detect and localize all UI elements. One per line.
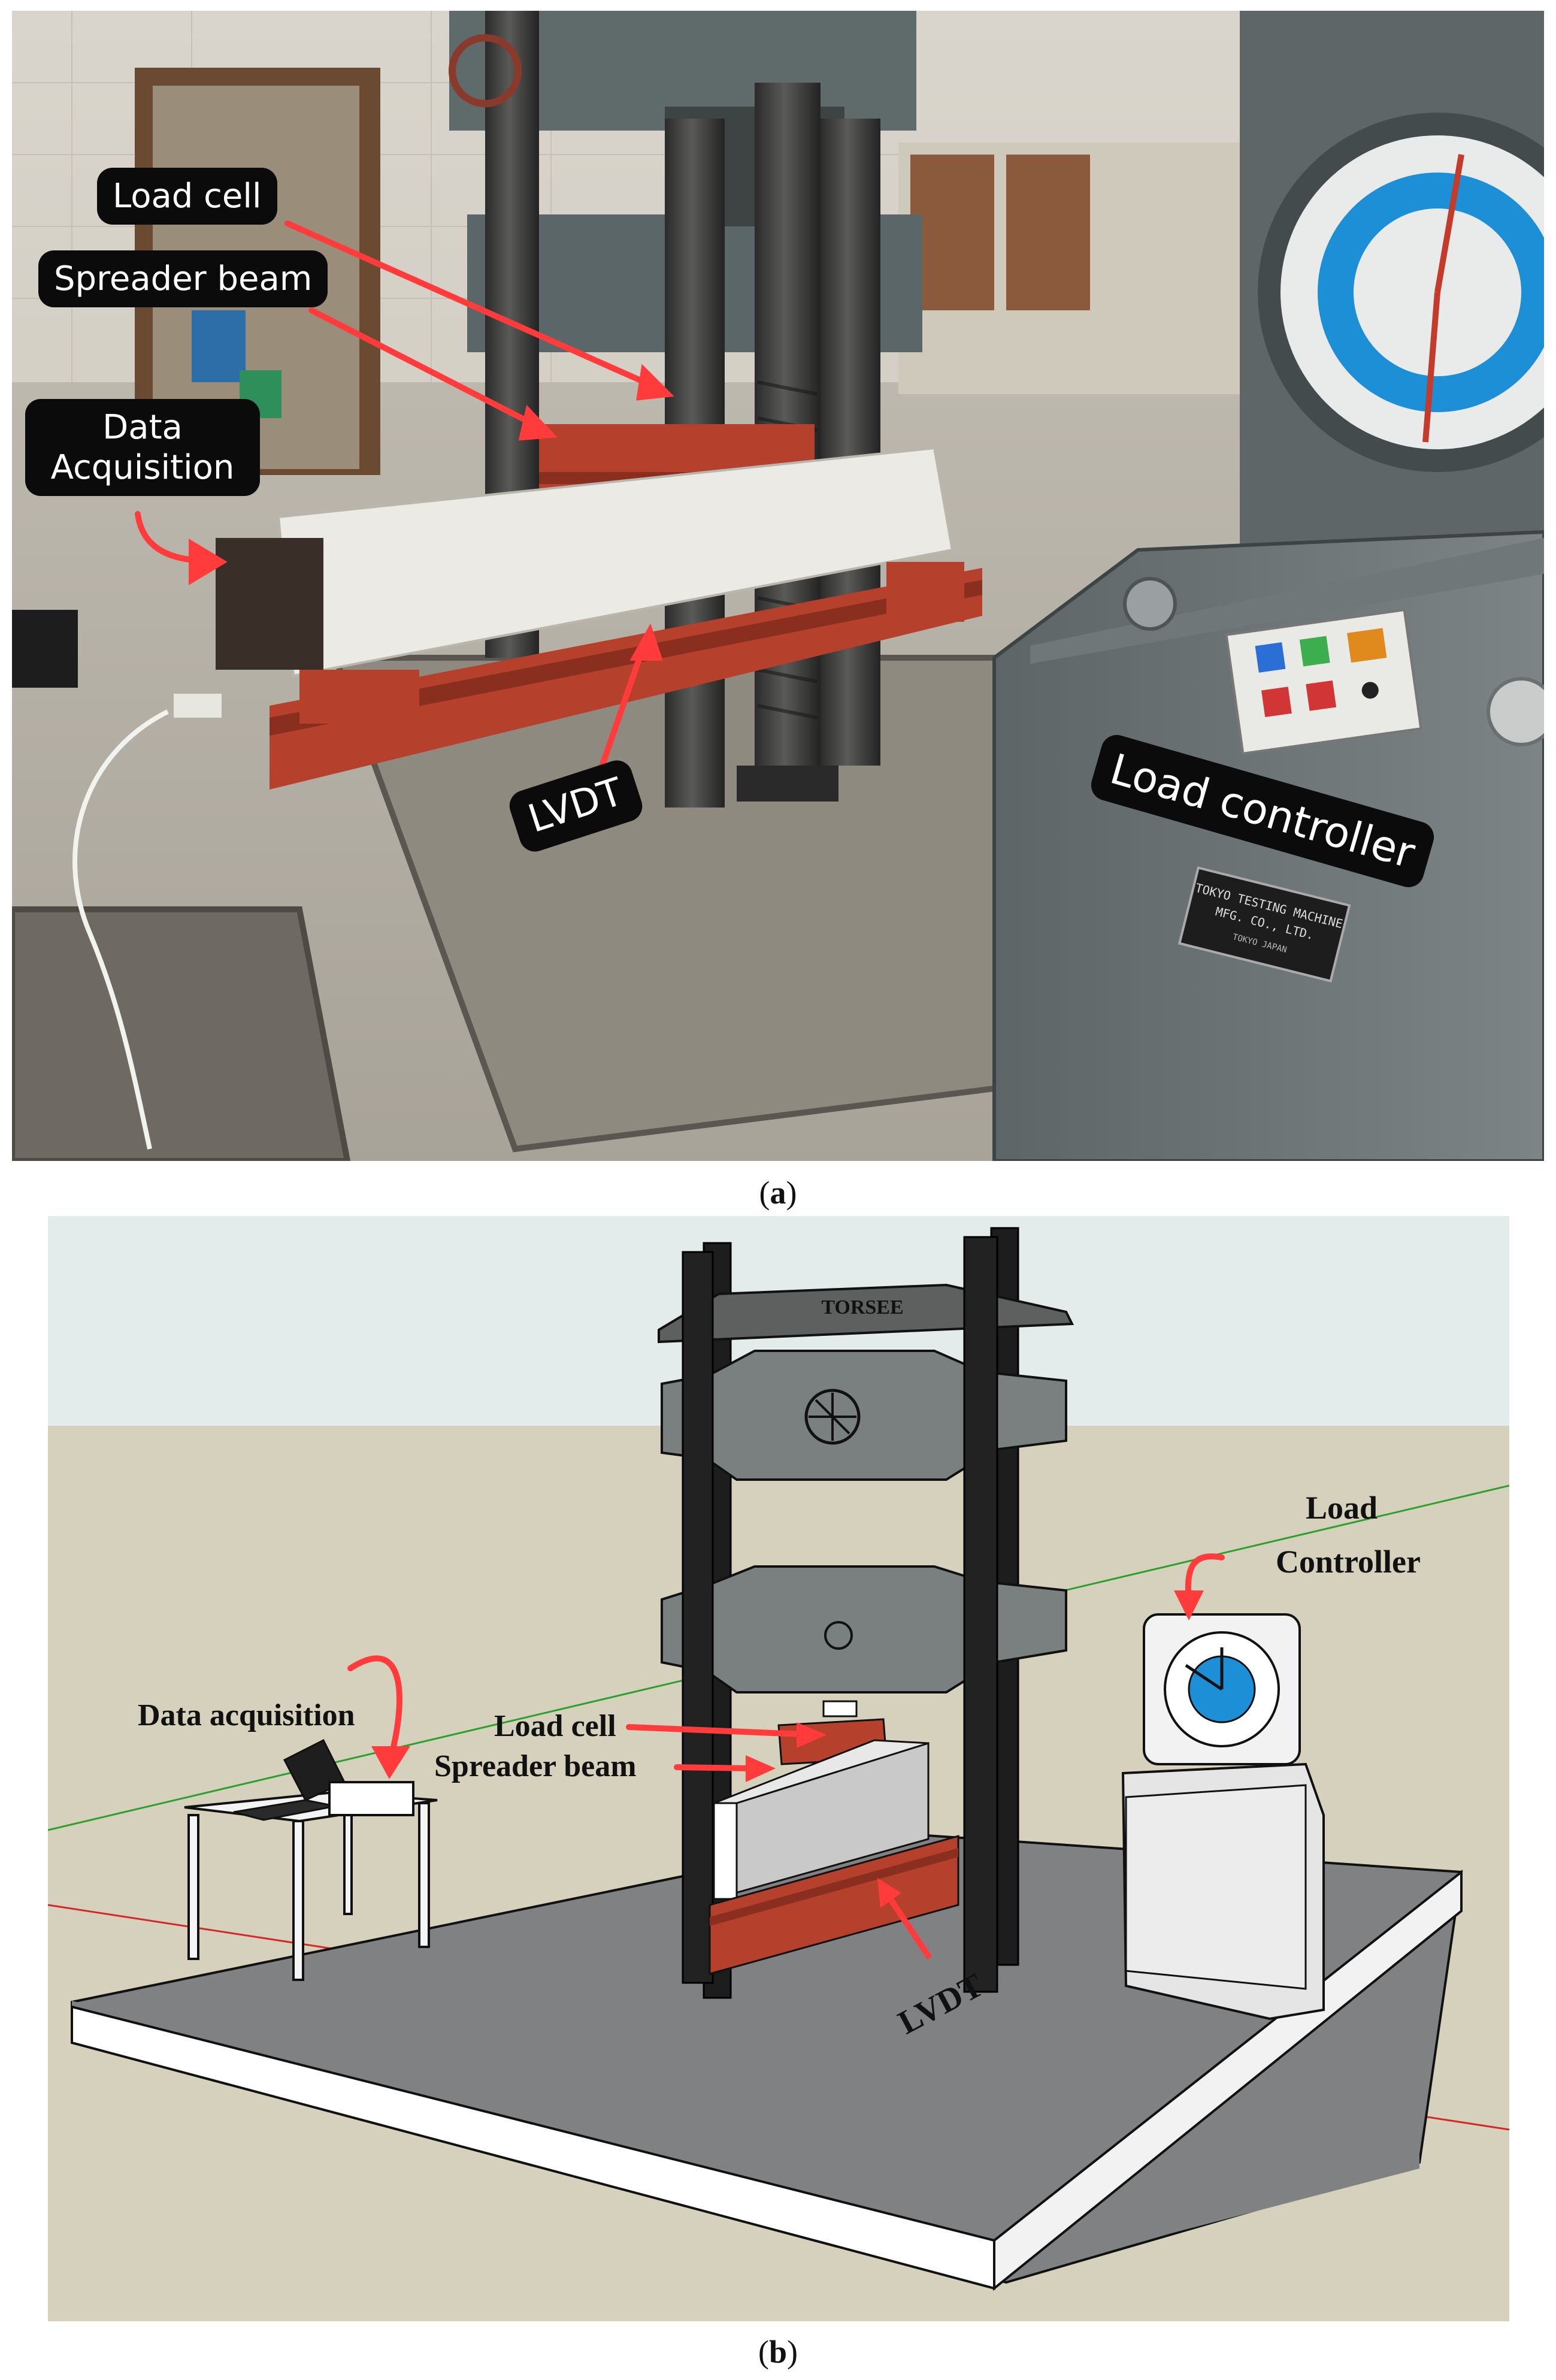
label-data-acquisition-line2: Acquisition (50, 448, 235, 488)
label-load-cell: Load cell (97, 168, 277, 225)
label-b-load-cell: Load cell (494, 1709, 616, 1743)
label-b-data-acquisition: Data acquisition (138, 1698, 355, 1732)
arrow-b-data-acquisition (347, 1655, 402, 1755)
frame-brand-text: TORSEE (821, 1296, 903, 1318)
panel-b-arrows (347, 1553, 1225, 1959)
setup-3d-model: TORSEE (48, 1216, 1509, 2321)
label-b-load-controller-line1: Load (1306, 1490, 1378, 1526)
maker-plate: TOKYO TESTING MACHINE MFG. CO., LTD. TOK… (1177, 866, 1351, 983)
panel-b-model: TORSEE (48, 1216, 1509, 2321)
arrow-b-load-cell (626, 1724, 806, 1737)
arrow-b-load-controller (1185, 1553, 1225, 1602)
handwheel-icon (804, 1389, 861, 1445)
panel-a-arrows (135, 220, 674, 787)
label-data-acquisition: Data Acquisition (25, 399, 260, 497)
caption-b: (b) (758, 2334, 798, 2370)
arrow-load-cell (284, 220, 668, 394)
arrow-b-lvdt (883, 1890, 931, 1959)
lab-photo-illustration: TOKYO TESTING MACHINE MFG. CO., LTD. TOK… (12, 11, 1544, 1161)
caption-b-letter: b (768, 2334, 788, 2370)
arrow-spreader-beam (308, 307, 548, 433)
label-spreader-beam: Spreader beam (38, 250, 328, 308)
label-b-load-controller-line2: Controller (1276, 1544, 1421, 1580)
label-b-spreader-beam: Spreader beam (434, 1749, 637, 1783)
panel-a-photo: TOKYO TESTING MACHINE MFG. CO., LTD. TOK… (12, 11, 1544, 1161)
arrow-b-spreader-beam (674, 1764, 755, 1771)
label-data-acquisition-line1: Data (102, 408, 183, 447)
caption-a: (a) (759, 1175, 797, 1211)
caption-a-letter: a (770, 1175, 786, 1211)
arrow-lvdt (593, 634, 650, 787)
